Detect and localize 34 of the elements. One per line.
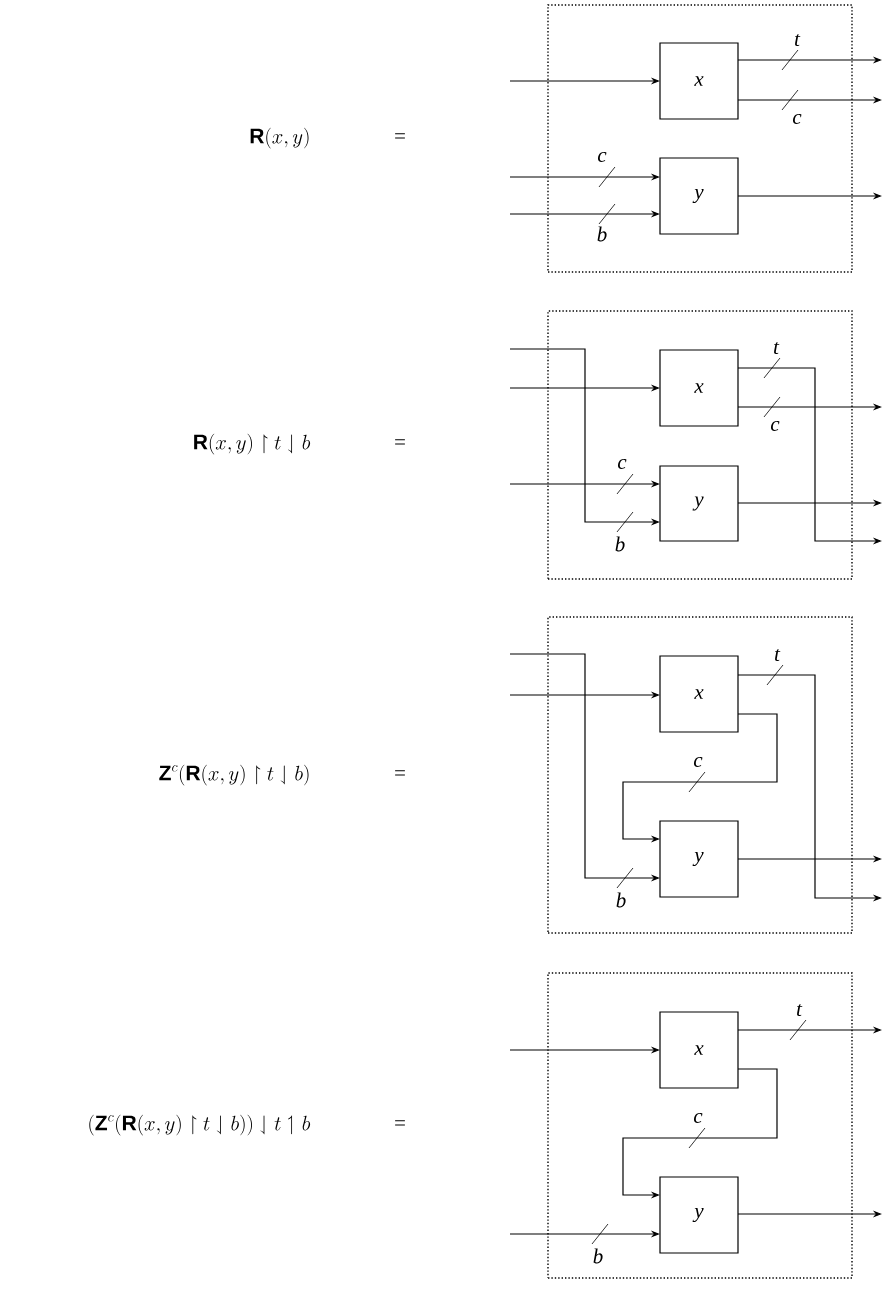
edge-label: t xyxy=(775,649,781,661)
edge-label: t xyxy=(795,34,801,46)
block-box: x xyxy=(659,42,739,120)
block-box: x xyxy=(659,655,739,733)
formula: $\textsf{\textbf{R}}(x, y) \upharpoonright t \downharpoonleft b$ xyxy=(194,433,311,455)
edge-label: t xyxy=(774,342,780,354)
equals-sign: = xyxy=(395,1120,405,1126)
edge-label: b xyxy=(615,536,625,552)
block-box: y xyxy=(659,465,739,542)
formula: $\textsf{\textbf{R}}(x, y)$ xyxy=(250,127,309,149)
block-box: x xyxy=(659,1011,739,1089)
edge-label: c xyxy=(793,113,802,125)
edge-label: b xyxy=(597,226,607,242)
edge-label: c xyxy=(694,756,703,768)
equals-sign: = xyxy=(395,770,405,776)
edge-label: c xyxy=(771,420,780,432)
dotted-frame xyxy=(547,310,853,580)
block-box: x xyxy=(659,349,739,427)
block-box: y xyxy=(659,820,739,898)
edge-label: c xyxy=(694,1112,703,1124)
edge-label: c xyxy=(618,458,627,470)
edge-label: b xyxy=(616,892,626,908)
edge-label: t xyxy=(797,1004,803,1016)
dotted-frame xyxy=(547,616,853,934)
equals-sign: = xyxy=(395,133,405,139)
equals-sign: = xyxy=(395,439,405,445)
dotted-frame xyxy=(547,972,853,1279)
formula: $(\textsf{\textbf{Z}}^{c}(\textsf{\textbf{R}}(x, y) \upharpoonright t \downharpoonleft b)) \downharpoonleft t \upharpoonleft b$ xyxy=(89,1114,311,1136)
edge-label: b xyxy=(593,1248,603,1264)
block-box: y xyxy=(659,1176,739,1254)
dotted-frame xyxy=(547,4,853,273)
edge-label: c xyxy=(598,151,607,163)
block-box: y xyxy=(659,157,739,235)
formula: $\textsf{\textbf{Z}}^{c}(\textsf{\textbf{R}}(x, y) \upharpoonright t \downharpoonleft b)$ xyxy=(159,764,309,786)
